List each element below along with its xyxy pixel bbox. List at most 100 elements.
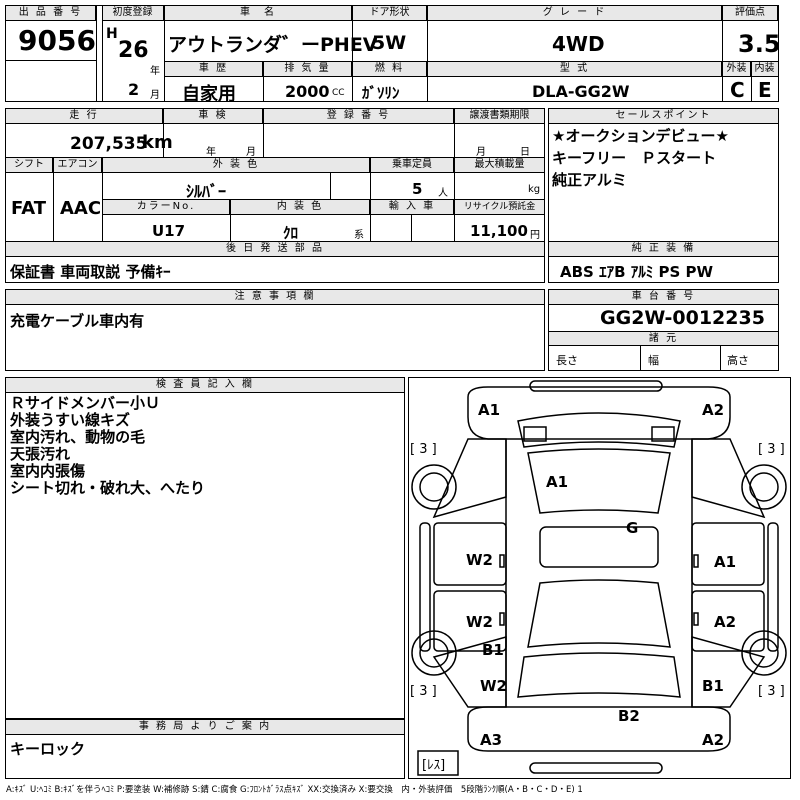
- mark-w2-left-1: W2: [466, 551, 493, 569]
- capacity-label: 乗車定員: [371, 158, 454, 173]
- equipment-label: 純 正 装 備: [549, 242, 778, 257]
- mark-a3-rear-left: A3: [480, 731, 502, 749]
- caution-value: 充電ケーブル車内有: [10, 312, 145, 330]
- chassis-value: GG2W-0012235: [600, 307, 765, 329]
- int-score: E: [758, 78, 772, 102]
- ext-label: 外装: [723, 62, 751, 77]
- capacity: 5: [412, 180, 423, 198]
- mark-a2-front-right: A2: [702, 401, 724, 419]
- displacement-unit: CC: [332, 88, 345, 98]
- era: H: [106, 26, 118, 42]
- model: DLA-GG2W: [532, 82, 630, 101]
- inspector-line: Ｒサイドメンバー小Ｕ: [10, 394, 161, 412]
- equipment-box: [548, 241, 779, 283]
- sales-point-line: 純正アルミ: [552, 171, 627, 189]
- sales-point-line: キーフリー Ｐスタート: [552, 149, 717, 167]
- mark-b1-right: B1: [702, 677, 724, 695]
- door-label: ドア形状: [353, 6, 427, 21]
- mileage-unit: km: [142, 132, 173, 153]
- displacement-label: 排 気 量: [264, 62, 352, 77]
- max-load-unit: kg: [528, 184, 541, 195]
- int-color-unit: 系: [354, 230, 364, 241]
- mileage-label: 走 行: [6, 109, 163, 124]
- grade-label: グ レ ー ド: [428, 6, 722, 21]
- ac-label: エアコン: [54, 158, 102, 173]
- fuel: ｶﾞｿﾘﾝ: [362, 84, 400, 102]
- mark-a1-front-left: A1: [478, 401, 500, 419]
- mark-w2-left-3: W2: [480, 677, 507, 695]
- mark-b1-left: B1: [482, 641, 504, 659]
- dims-width: 幅: [648, 354, 659, 367]
- dims-height: 高さ: [727, 354, 749, 367]
- shift: FAT: [11, 198, 47, 219]
- mark-g-glass: G: [626, 519, 638, 537]
- grade: 4WD: [552, 32, 605, 56]
- history: 自家用: [182, 84, 236, 105]
- int-color-label: 内 装 色: [231, 200, 370, 215]
- inspector-line: シート切れ・破れ大、へたり: [10, 479, 206, 497]
- chassis-box: [548, 289, 779, 371]
- displacement: 2000: [285, 82, 330, 101]
- parts-box: [5, 241, 545, 283]
- ext-score: C: [730, 78, 745, 102]
- recycle-unit: 円: [530, 230, 540, 241]
- tire-front-left: [ 3 ]: [410, 442, 437, 457]
- inspector-label: 検 査 員 記 入 欄: [6, 378, 404, 393]
- import-label: 輸 入 車: [371, 200, 454, 215]
- office-box: [5, 719, 405, 779]
- office-label: 事 務 局 よ り ご 案 内: [6, 720, 404, 735]
- score-label: 評価点: [723, 6, 778, 21]
- inspection-label: 車 検: [164, 109, 263, 124]
- tire-rear-left: [ 3 ]: [410, 684, 437, 699]
- spare-tire: [ﾚｽ]: [422, 758, 445, 773]
- int-label: 内装: [751, 62, 778, 77]
- month-unit: 月: [150, 90, 160, 101]
- insp-year-unit: 年: [206, 147, 216, 158]
- color-no: U17: [152, 222, 186, 240]
- mark-w2-left-2: W2: [466, 613, 493, 631]
- model-label: 型 式: [428, 62, 722, 77]
- lot-no: 9056: [18, 24, 96, 57]
- mark-b2-rear: B2: [618, 707, 640, 725]
- history-label: 車 歴: [165, 62, 263, 77]
- office-value: キーロック: [10, 740, 86, 758]
- dims-label: 諸 元: [549, 331, 778, 346]
- transfer-day: 日: [520, 147, 530, 158]
- max-load-label: 最大積載量: [455, 158, 544, 173]
- lot-no-label: 出 品 番 号: [6, 6, 96, 21]
- mark-a1-right-1: A1: [714, 553, 736, 571]
- inspector-line: 天張汚れ: [10, 445, 71, 463]
- sales-point-label: セールスポイント: [549, 109, 778, 124]
- recycle: 11,100: [470, 222, 528, 240]
- inspector-line: 室内内張傷: [10, 462, 86, 480]
- mileage: 207,535: [70, 134, 148, 154]
- year-unit: 年: [150, 66, 160, 77]
- mark-a2-rear-right: A2: [702, 731, 724, 749]
- first-reg-label: 初度登録: [102, 6, 164, 21]
- transfer-label: 譲渡書類期限: [455, 109, 544, 124]
- score: 3.5: [738, 30, 781, 58]
- insp-month-unit: 月: [246, 147, 256, 158]
- shift-label: シフト: [6, 158, 53, 173]
- first-reg-month: 2: [128, 80, 140, 99]
- capacity-unit: 人: [438, 188, 448, 199]
- car-name-label: 車 名: [165, 6, 352, 21]
- mark-a2-right-2: A2: [714, 613, 736, 631]
- caution-label: 注 意 事 項 欄: [6, 290, 544, 305]
- door: 5W: [372, 32, 407, 54]
- sales-point-lines: ★オークションデビュー★ キーフリー Ｐスタート 純正アルミ: [552, 128, 776, 194]
- parts-label: 後 日 発 送 部 品: [6, 242, 544, 257]
- reg-no-label: 登 録 番 号: [264, 109, 454, 124]
- tire-rear-right: [ 3 ]: [758, 684, 785, 699]
- header-table: [5, 5, 779, 102]
- recycle-label: リサイクル預託金: [455, 200, 544, 215]
- parts-value: 保証書 車両取説 予備ｷｰ: [10, 263, 171, 281]
- color-no-label: カラーNo.: [103, 200, 230, 215]
- details-table: [5, 108, 545, 242]
- diagram-box: [408, 377, 791, 779]
- ac: AAC: [60, 198, 102, 219]
- inspector-lines: Ｒサイドメンバー小Ｕ 外装うすい線キズ 室内汚れ、動物の毛 天張汚れ 室内内張傷…: [10, 395, 400, 497]
- ext-color: ｼﾙﾊﾞｰ: [186, 182, 227, 201]
- sales-point-line: ★オークションデビュー★: [552, 127, 729, 145]
- first-reg-year: 26: [118, 38, 149, 63]
